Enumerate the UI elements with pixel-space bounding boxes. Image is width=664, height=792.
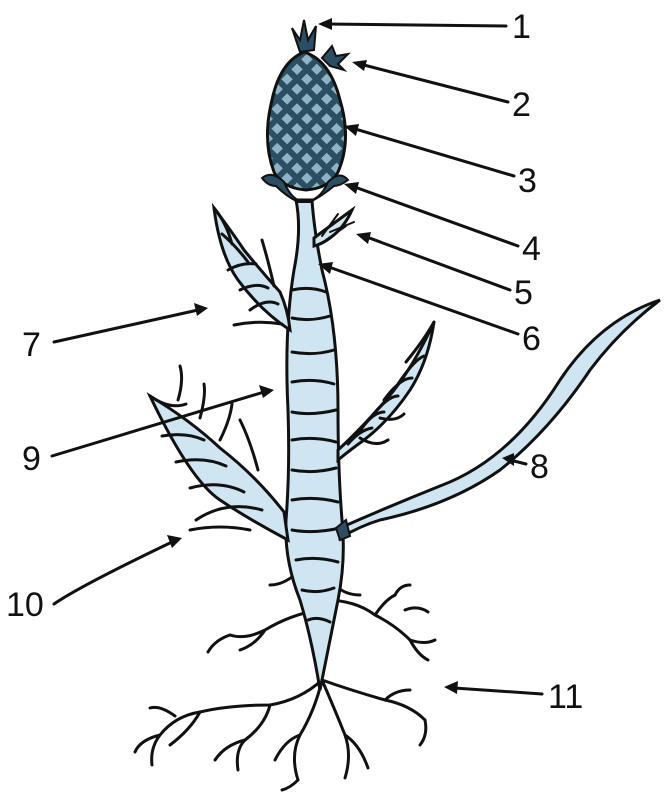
- slip-upper-right: [314, 210, 354, 246]
- label-11: 11: [548, 678, 583, 716]
- label-4: 4: [522, 230, 541, 268]
- sucker-right: [338, 322, 434, 460]
- sucker-upper-left: [214, 208, 290, 330]
- roots: [135, 570, 435, 790]
- label-6: 6: [522, 320, 541, 358]
- label-2: 2: [512, 86, 531, 124]
- label-5: 5: [514, 274, 533, 312]
- label-10: 10: [6, 586, 44, 624]
- label-8: 8: [530, 448, 549, 486]
- label-7: 7: [22, 326, 41, 364]
- label-1: 1: [512, 8, 531, 46]
- label-9: 9: [22, 440, 41, 478]
- label-3: 3: [518, 162, 537, 200]
- fruit: [267, 52, 345, 190]
